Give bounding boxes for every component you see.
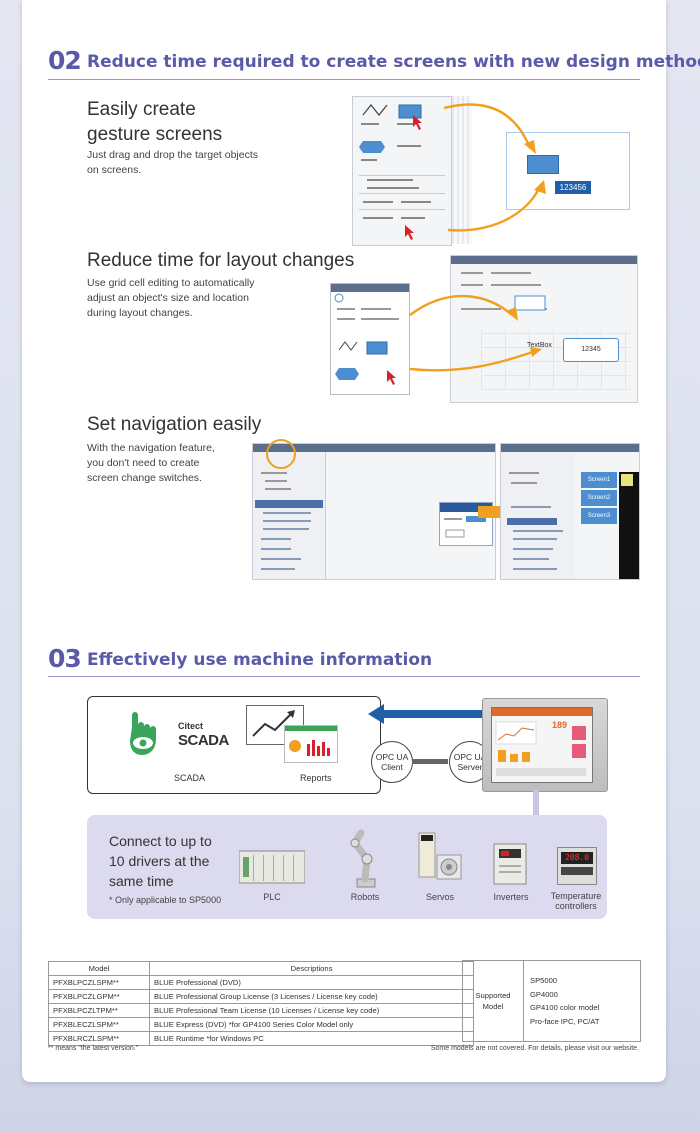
hmi-screen: 189 (491, 707, 593, 783)
table-row: PFXBLPCZLGPM**BLUE Professional Group Li… (48, 989, 474, 1004)
connect-text: Connect to up to 10 drivers at the same … (109, 833, 212, 889)
nav-screen-button-3: Screen3 (581, 508, 617, 524)
device-label-plc: PLC (263, 892, 281, 902)
device-label-servos: Servos (425, 892, 454, 902)
opc-ua-server-label: OPC UA Server (453, 752, 487, 772)
coverage-note: Some models are not covered. For details… (430, 1045, 639, 1052)
content-card: 02 Reduce time required to create screen… (22, 0, 700, 1082)
table-row: PFXBLRCZLSPM**BLUE Runtime *for Windows … (48, 1031, 474, 1046)
model-cell: PFXBLECZLSPM** (48, 1017, 150, 1032)
supported-model-item: Pro-face IPC, PC/AT (530, 1016, 600, 1026)
feature-2-desc: Use grid cell editing to automatically a… (87, 277, 255, 319)
layout-value-box: 12345 (563, 338, 619, 362)
model-cell: PFXBLPCZLSPM** (48, 975, 150, 990)
model-cell: PFXBLPCZLGPM** (48, 989, 150, 1004)
device-label-temperature-controllers: Temperature controllers (550, 891, 602, 911)
navigation-tree (253, 452, 326, 579)
layout-edit-illustration: TextBox 12345 (300, 255, 638, 403)
highlight-circle (266, 439, 296, 469)
drivers-panel: Connect to up to 10 drivers at the same … (87, 815, 607, 919)
supported-model-item: GP4100 color model (530, 1003, 600, 1012)
layout-textbox-label: TextBox (527, 342, 552, 349)
robot-icon (345, 825, 385, 889)
dropped-number-display: 123456 (555, 181, 591, 194)
feature-2-heading: Reduce time for layout changes (87, 250, 355, 271)
supported-model-list: SP5000 GP4000 GP4100 color model Pro-fac… (524, 961, 640, 1041)
table-row: PFXBLPCZLSPM**BLUE Professional (DVD) (48, 975, 474, 990)
table-row: PFXBLECZLSPM**BLUE Express (DVD) *for GP… (48, 1017, 474, 1032)
section-3-number: 03 (48, 644, 82, 673)
section-2-number: 02 (48, 46, 82, 75)
nav-screen-preview (619, 472, 639, 579)
table-row: PFXBLPCZLTPM**BLUE Professional Team Lic… (48, 1003, 474, 1018)
models-table: Model Descriptions PFXBLPCZLSPM**BLUE Pr… (48, 961, 474, 1046)
data-flow-arrow (368, 704, 488, 724)
scada-label: SCADA (174, 773, 206, 783)
supported-model-label: Supported Model (463, 961, 524, 1041)
feature-1-desc: Just drag and drop the target objects on… (87, 149, 259, 176)
description-cell: BLUE Runtime *for Windows PC (149, 1031, 474, 1046)
drag-arrows (443, 103, 546, 232)
connect-note: * Only applicable to SP5000 (109, 895, 222, 905)
table-header-model: Model (48, 961, 150, 976)
navigation-result: Screen1 Screen2 Screen3 (500, 443, 640, 580)
plc-icon (238, 845, 306, 885)
hmi-device: 189 (482, 698, 608, 792)
layout-arrows (409, 294, 542, 372)
property-panel (330, 283, 410, 395)
description-cell: BLUE Express (DVD) *for GP4100 Series Co… (149, 1017, 474, 1032)
navigation-editor (252, 439, 496, 580)
opc-ua-client-label: OPC UA Client (375, 752, 409, 772)
inverter-icon (493, 843, 527, 885)
table-header-row: Model Descriptions (48, 961, 474, 976)
feature-3-heading: Set navigation easily (87, 414, 262, 435)
ruler-strip (452, 96, 472, 244)
servo-icon (417, 829, 463, 887)
table-header-descriptions: Descriptions (149, 961, 474, 976)
scada-brand-main: SCADA (178, 732, 229, 749)
dropped-box (527, 155, 559, 174)
section-2-title: Reduce time required to create screens w… (87, 52, 700, 72)
hmi-value-display: 189 (552, 720, 568, 730)
reports-label: Reports (300, 773, 332, 783)
section-3-rule (48, 676, 640, 677)
palette-icons (359, 104, 445, 240)
nav-screen-button-1: Screen1 (581, 472, 617, 488)
feature-3-desc: With the navigation feature, you don't n… (87, 442, 215, 484)
nav-screen-button-2: Screen2 (581, 490, 617, 506)
citect-scada-logo-icon (130, 712, 156, 755)
description-cell: BLUE Professional Group License (3 Licen… (149, 989, 474, 1004)
reports-spreadsheet-icon (284, 725, 338, 763)
description-cell: BLUE Professional Team License (10 Licen… (149, 1003, 474, 1018)
scada-brand-top: Citect (178, 721, 204, 731)
opc-ua-link (412, 759, 448, 764)
table-footnote: ** means "the latest version." (48, 1045, 139, 1052)
opc-ua-client: OPC UA Client (371, 741, 413, 783)
object-palette (352, 96, 452, 246)
drag-drop-illustration: 123456 (352, 96, 632, 246)
section-2-rule (48, 79, 640, 80)
device-label-robots: Robots (350, 892, 380, 902)
supported-models-box: Supported Model SP5000 GP4000 GP4100 col… (462, 960, 641, 1042)
section-3-title: Effectively use machine information (87, 650, 433, 670)
model-cell: PFXBLPCZLTPM** (48, 1003, 150, 1018)
hmi-to-drivers-connector (533, 790, 539, 816)
device-label-inverters: Inverters (493, 892, 529, 902)
model-cell: PFXBLRCZLSPM** (48, 1031, 150, 1046)
temperature-display: 208.0 (561, 852, 593, 864)
temperature-controller-icon: 208.0 (557, 847, 597, 885)
scada-box: Citect SCADA SCADA Reports (87, 696, 381, 794)
feature-1-heading: Easily create gesture screens (87, 99, 223, 145)
description-cell: BLUE Professional (DVD) (149, 975, 474, 990)
supported-model-item: SP5000 (530, 976, 558, 985)
supported-model-item: GP4000 (530, 989, 558, 999)
